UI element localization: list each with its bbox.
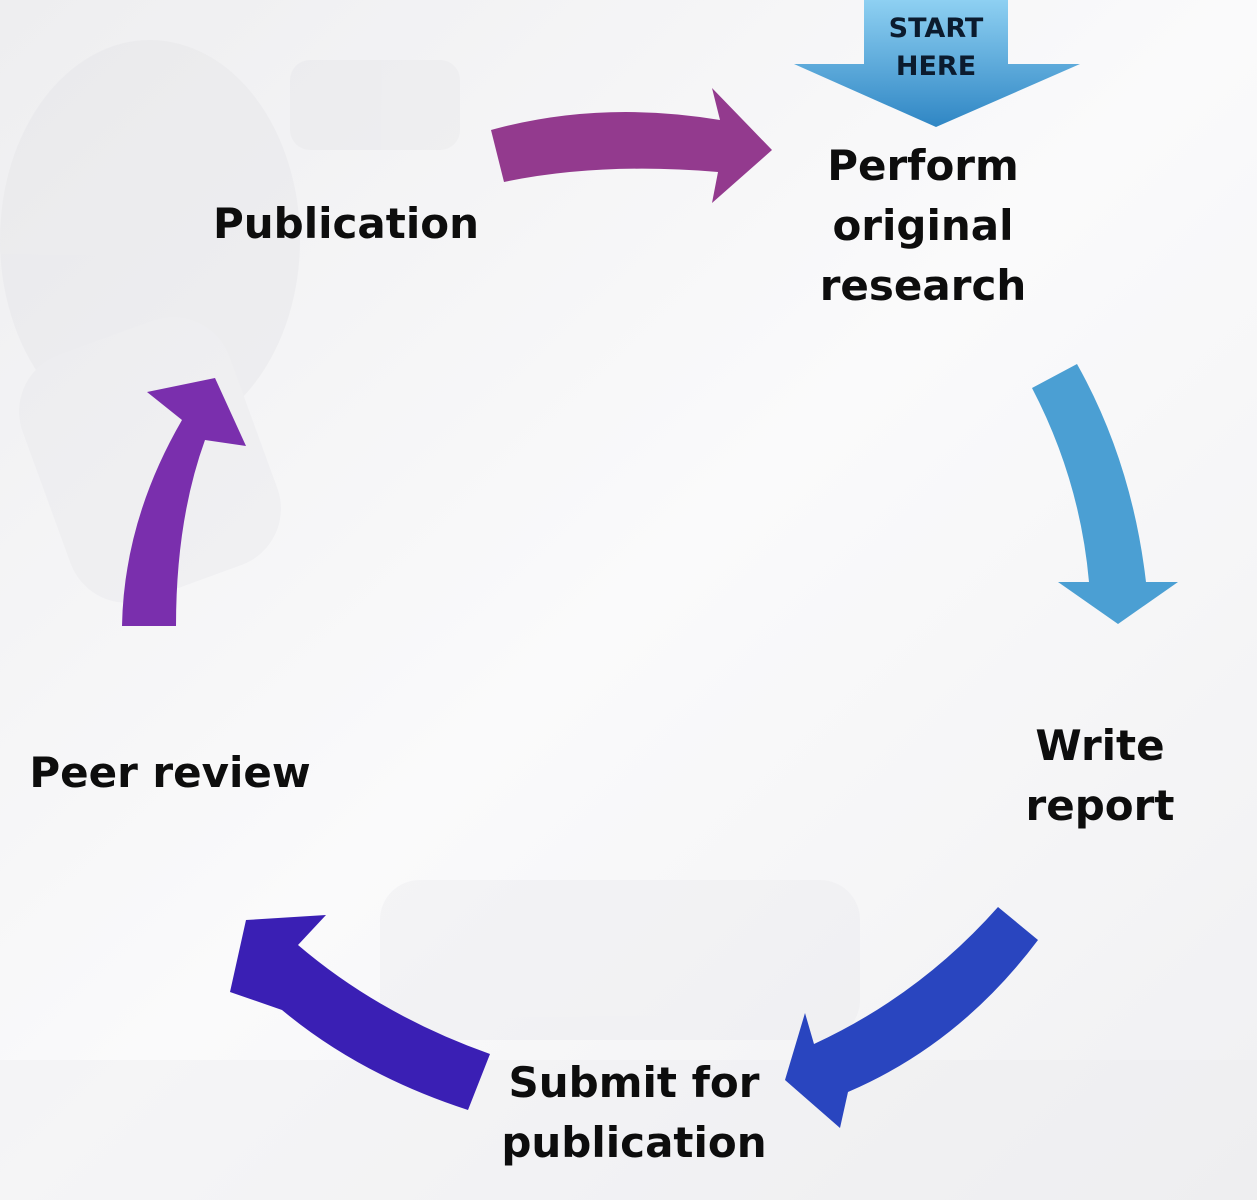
step-submit-for-publication: Submit for publication bbox=[484, 1053, 784, 1173]
step-peer-review-line1: Peer review bbox=[29, 748, 311, 797]
arrow-research-to-report bbox=[1032, 364, 1178, 624]
step-submit-line2: publication bbox=[501, 1118, 767, 1167]
step-perform-line2: original bbox=[832, 201, 1014, 250]
start-here-label: START HERE bbox=[866, 10, 1006, 86]
step-publication: Publication bbox=[196, 194, 496, 254]
step-submit-line1: Submit for bbox=[508, 1058, 760, 1107]
start-here-line1: START bbox=[888, 13, 984, 44]
step-write-line2: report bbox=[1025, 781, 1175, 830]
step-write-report: Write report bbox=[1010, 716, 1190, 836]
step-perform-line3: research bbox=[819, 261, 1027, 310]
step-peer-review: Peer review bbox=[20, 743, 320, 803]
arrow-submit-to-review bbox=[230, 915, 490, 1110]
start-here-arrow bbox=[794, 0, 1080, 127]
arrow-publication-to-research bbox=[491, 88, 772, 203]
arrow-review-to-publication bbox=[122, 378, 246, 626]
step-write-line1: Write bbox=[1035, 721, 1165, 770]
step-publication-line1: Publication bbox=[212, 199, 479, 248]
step-perform-original-research: Perform original research bbox=[793, 136, 1053, 316]
step-perform-line1: Perform bbox=[827, 141, 1019, 190]
start-here-line2: HERE bbox=[895, 51, 977, 82]
arrow-report-to-submit bbox=[785, 907, 1038, 1128]
